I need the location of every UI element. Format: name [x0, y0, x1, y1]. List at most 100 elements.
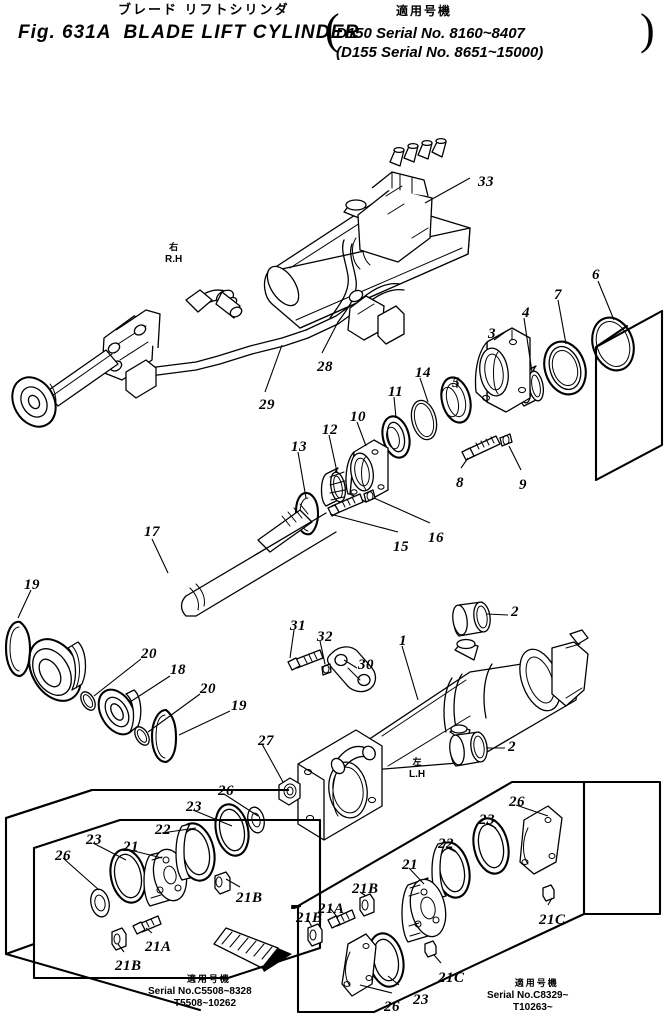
part-callout-21B: 21B [296, 910, 323, 926]
part-callout-27: 27 [258, 733, 274, 749]
part-callout-23: 23 [413, 992, 429, 1008]
part-callout-10: 10 [350, 409, 366, 425]
part-callout-21B: 21B [115, 958, 142, 974]
part-8-bolt [461, 435, 501, 461]
part-15-bolt [327, 493, 364, 517]
part-callout-13: 13 [291, 439, 307, 455]
right-part-21b-plug-mid [359, 893, 375, 917]
part-callout-4: 4 [522, 305, 530, 321]
left-part-21b-plug-right [214, 871, 231, 895]
serial-range-lines: D150 Serial No. 8160~8407 (D155 Serial N… [336, 24, 543, 62]
left-part-23-seal-b [214, 803, 250, 857]
right-part-22-seal [431, 841, 471, 899]
part-callout-2: 2 [508, 739, 516, 755]
part-callout-21C: 21C [539, 912, 566, 928]
part-12-wiper [320, 467, 347, 507]
part-callout-20: 20 [141, 646, 157, 662]
japanese-subtitle: ブレード リフトシリンダ [118, 3, 290, 18]
part-31-bolt [287, 649, 324, 671]
part-callout-16: 16 [428, 530, 444, 546]
part-6-oring [591, 316, 635, 372]
part-callout-21C: 21C [438, 970, 465, 986]
piston-body-17 [28, 638, 87, 702]
left-inset-serial-note: 適用号機 Serial No.C5508~8328 T5508~10262 [148, 974, 252, 1010]
part-callout-23: 23 [186, 799, 202, 815]
left-inset-parts [90, 803, 292, 972]
rh-piston-rod [11, 349, 119, 428]
rod-stub-upper [257, 503, 313, 553]
lh-end-cap [519, 629, 589, 712]
section-arrow-hatched [213, 927, 292, 972]
part-callout-31: 31 [290, 618, 306, 634]
part-callout-20: 20 [200, 681, 216, 697]
right-inset-serial-note: 適用号機 Serial No.C8329~ T10263~ [487, 978, 568, 1014]
japanese-applicability-header: 適用号機 [396, 4, 453, 18]
lh-side-port [330, 745, 376, 775]
part-callout-28: 28 [317, 359, 333, 375]
part-7-seal-ring [543, 340, 587, 396]
part-callout-26: 26 [55, 848, 71, 864]
part-19-snap-ring-right [150, 708, 178, 764]
part-20-backup-ring-b [134, 726, 150, 746]
part-2-bushing-upper [452, 601, 491, 637]
head-seal-exploded-stack [257, 316, 635, 553]
part-callout-9: 9 [519, 477, 527, 493]
part-callout-2: 2 [511, 604, 519, 620]
right-part-21c-plug-lower [424, 940, 437, 958]
rh-mid-bracket [125, 359, 157, 399]
left-inset-serial-line1: Serial No.C5508~8328 [148, 986, 252, 997]
part-callout-22: 22 [155, 822, 171, 838]
part-callout-5: 5 [452, 375, 460, 391]
part-callout-21: 21 [402, 857, 418, 873]
serial-range-d150: D150 Serial No. 8160~8407 [336, 25, 525, 42]
part-callout-12: 12 [322, 422, 338, 438]
part-callout-19: 19 [24, 577, 40, 593]
side-label-lh-jp: 左 [412, 758, 422, 768]
part-callout-21A: 21A [318, 901, 345, 917]
part-callout-21: 21 [123, 839, 139, 855]
part-14-oring [410, 399, 438, 441]
part-callout-17: 17 [144, 524, 160, 540]
part-callout-3: 3 [488, 326, 496, 342]
right-part-21a-screw [327, 909, 356, 929]
right-inset-serial-line1: Serial No.C8329~ [487, 990, 569, 1001]
part-callout-19: 19 [231, 698, 247, 714]
part-callout-1: 1 [399, 633, 407, 649]
part-callout-29: 29 [259, 397, 275, 413]
part-callout-23: 23 [479, 812, 495, 828]
right-part-26-cover-b [341, 933, 377, 997]
lh-cylinder-assembly [278, 601, 589, 841]
part-5-seal [440, 376, 472, 424]
left-part-22-seal [175, 822, 216, 882]
part-2-bushing-lower [449, 731, 488, 767]
part-27-nut [278, 777, 301, 806]
part-callout-8: 8 [456, 475, 464, 491]
part-callout-14: 14 [415, 365, 431, 381]
part-18-bushing [97, 688, 142, 736]
serial-range-d155: (D155 Serial No. 8651~15000) [336, 44, 544, 61]
right-part-21-piston [401, 877, 447, 943]
upper-right-inset-frame [594, 309, 664, 482]
side-label-rh: 右 R.H [165, 243, 182, 265]
leaders-upper [264, 177, 471, 393]
part-callout-18: 18 [170, 662, 186, 678]
part-9-washer [499, 433, 513, 447]
part-20-backup-ring-a [80, 691, 96, 711]
rh-valve-housing [357, 137, 447, 263]
part-callout-15: 15 [393, 539, 409, 555]
rh-hydraulic-line-29 [147, 305, 353, 377]
left-part-26-washer [90, 888, 110, 918]
right-part-26-cover [519, 805, 563, 875]
part-callout-26: 26 [218, 783, 234, 799]
part-callout-32: 32 [317, 629, 333, 645]
paren-open-bracket: ( [325, 5, 340, 54]
right-inset-serial-line2: T10263~ [513, 1002, 553, 1013]
side-label-lh-en: L.H [409, 769, 426, 780]
side-label-lh: 左 L.H [409, 758, 425, 780]
part-callout-26: 26 [384, 999, 400, 1015]
figure-number: Fig. 631A [18, 22, 112, 43]
